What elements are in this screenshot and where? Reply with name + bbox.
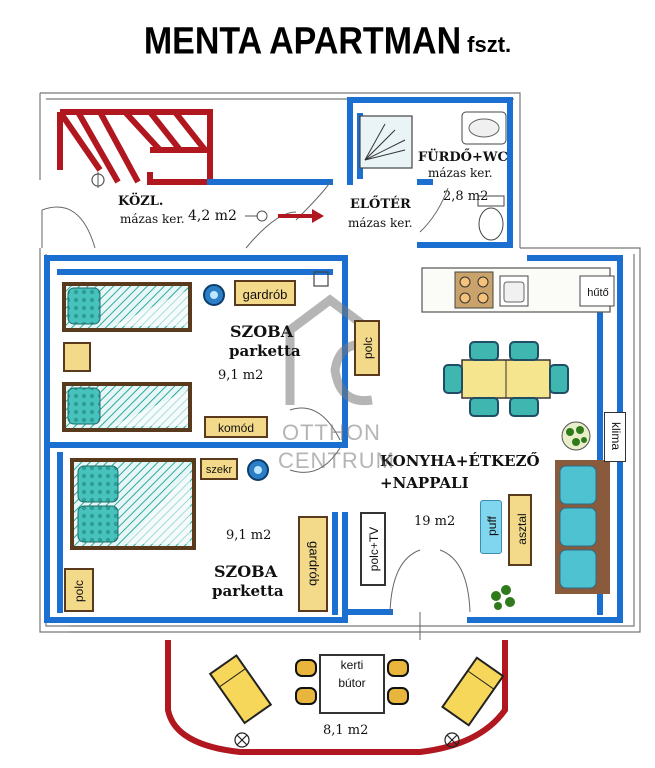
kozl-floor: mázas ker. (120, 212, 185, 226)
furdo-name: FÜRDŐ+WC (418, 150, 508, 165)
komod-label: komód (204, 416, 268, 438)
asztal-label: asztal (515, 513, 529, 545)
terrace-railing (165, 640, 508, 755)
polc2-box: polc (64, 568, 94, 612)
nightstand (63, 342, 91, 372)
asztal-box: asztal (508, 494, 532, 566)
polc1-label: polc (361, 337, 375, 360)
kozl-area: 4,2 m2 (188, 208, 237, 224)
toilet (477, 195, 505, 207)
klima-label: klima (609, 421, 623, 450)
szoba2-area: 9,1 m2 (226, 528, 272, 543)
watermark-line2: CENTRUM (278, 448, 395, 473)
garden-table (295, 654, 409, 714)
eloter-name: ELŐTÉR (350, 197, 411, 212)
staircase (57, 109, 213, 185)
szoba1-area: 9,1 m2 (218, 368, 264, 383)
konyha-name-line1: KONYHA+ÉTKEZŐ (380, 452, 540, 470)
szoba1-floor: parketta (229, 342, 301, 360)
furdo-floor: mázas ker. (428, 166, 493, 180)
sunbed-left (208, 654, 273, 725)
blue-walls (44, 97, 623, 623)
szoba2-floor: parketta (212, 582, 284, 600)
klima-box: klima (604, 412, 626, 462)
shower (359, 115, 413, 169)
dining-table (443, 341, 569, 417)
terrace-lights (234, 732, 460, 748)
kitchen-counter (421, 267, 615, 313)
plant-2 (491, 585, 515, 610)
kerti-label-line2: bútor (338, 676, 366, 690)
polc1-box: polc (354, 320, 380, 376)
sofa (555, 460, 610, 594)
furdo-area: 2,8 m2 (443, 189, 489, 204)
gardrob1-label: gardrób (234, 280, 296, 306)
watermark-line1: OTTHON (282, 420, 381, 445)
polc2-label: polc (72, 580, 86, 603)
szekr-label: szekr (200, 458, 238, 480)
szoba2-name: SZOBA (214, 562, 278, 581)
eloter-floor: mázas ker. (348, 216, 413, 230)
puff-box: puff (480, 500, 502, 554)
terasz-area: 8,1 m2 (323, 723, 369, 738)
konyha-name-line2: +NAPPALI (380, 474, 469, 492)
kozl-name: KÖZL. (118, 194, 164, 209)
polctv-label: polc+TV (367, 526, 381, 572)
huto-label: hűtő (587, 287, 609, 299)
apartment-name: MENTA APARTMAN (143, 19, 462, 63)
gardrob2-label: gardrób (306, 541, 322, 586)
polctv-box: polc+TV (360, 512, 386, 586)
bed-bottom (62, 382, 192, 432)
konyha-area: 19 m2 (414, 514, 456, 529)
kerti-label-line1: kerti (340, 658, 364, 672)
puff-label: puff (485, 516, 499, 536)
windows (70, 625, 600, 633)
gardrob2-box: gardrób (298, 516, 328, 612)
bed-top (62, 282, 192, 332)
entrance-arrow (278, 209, 324, 223)
sunbed-right (441, 656, 505, 727)
floor-label: fszt. (467, 32, 512, 57)
szoba1-name: SZOBA (230, 322, 294, 341)
double-bed (70, 458, 196, 550)
